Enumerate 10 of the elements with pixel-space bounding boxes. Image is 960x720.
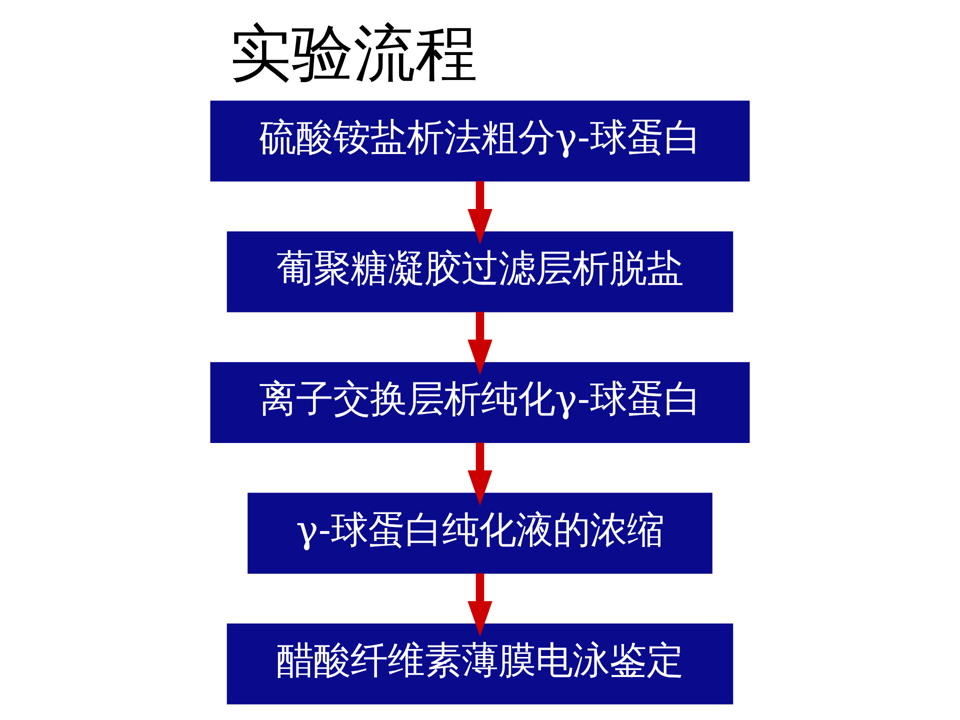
- node-box: 葡聚糖凝胶过滤层析脱盐: [226, 231, 734, 312]
- node-box: 硫酸铵盐析法粗分γ-球蛋白: [210, 100, 750, 182]
- diagram-title: 实验流程: [229, 16, 478, 90]
- arrow: [468, 442, 492, 506]
- arrow: [468, 312, 492, 376]
- arrow: [468, 573, 492, 637]
- arrow: [468, 181, 492, 244]
- node-box: 离子交换层析纯化γ-球蛋白: [210, 362, 750, 443]
- node-box: 醋酸纤维素薄膜电泳鉴定: [226, 624, 734, 704]
- node-box: γ-球蛋白纯化液的浓缩: [248, 492, 712, 574]
